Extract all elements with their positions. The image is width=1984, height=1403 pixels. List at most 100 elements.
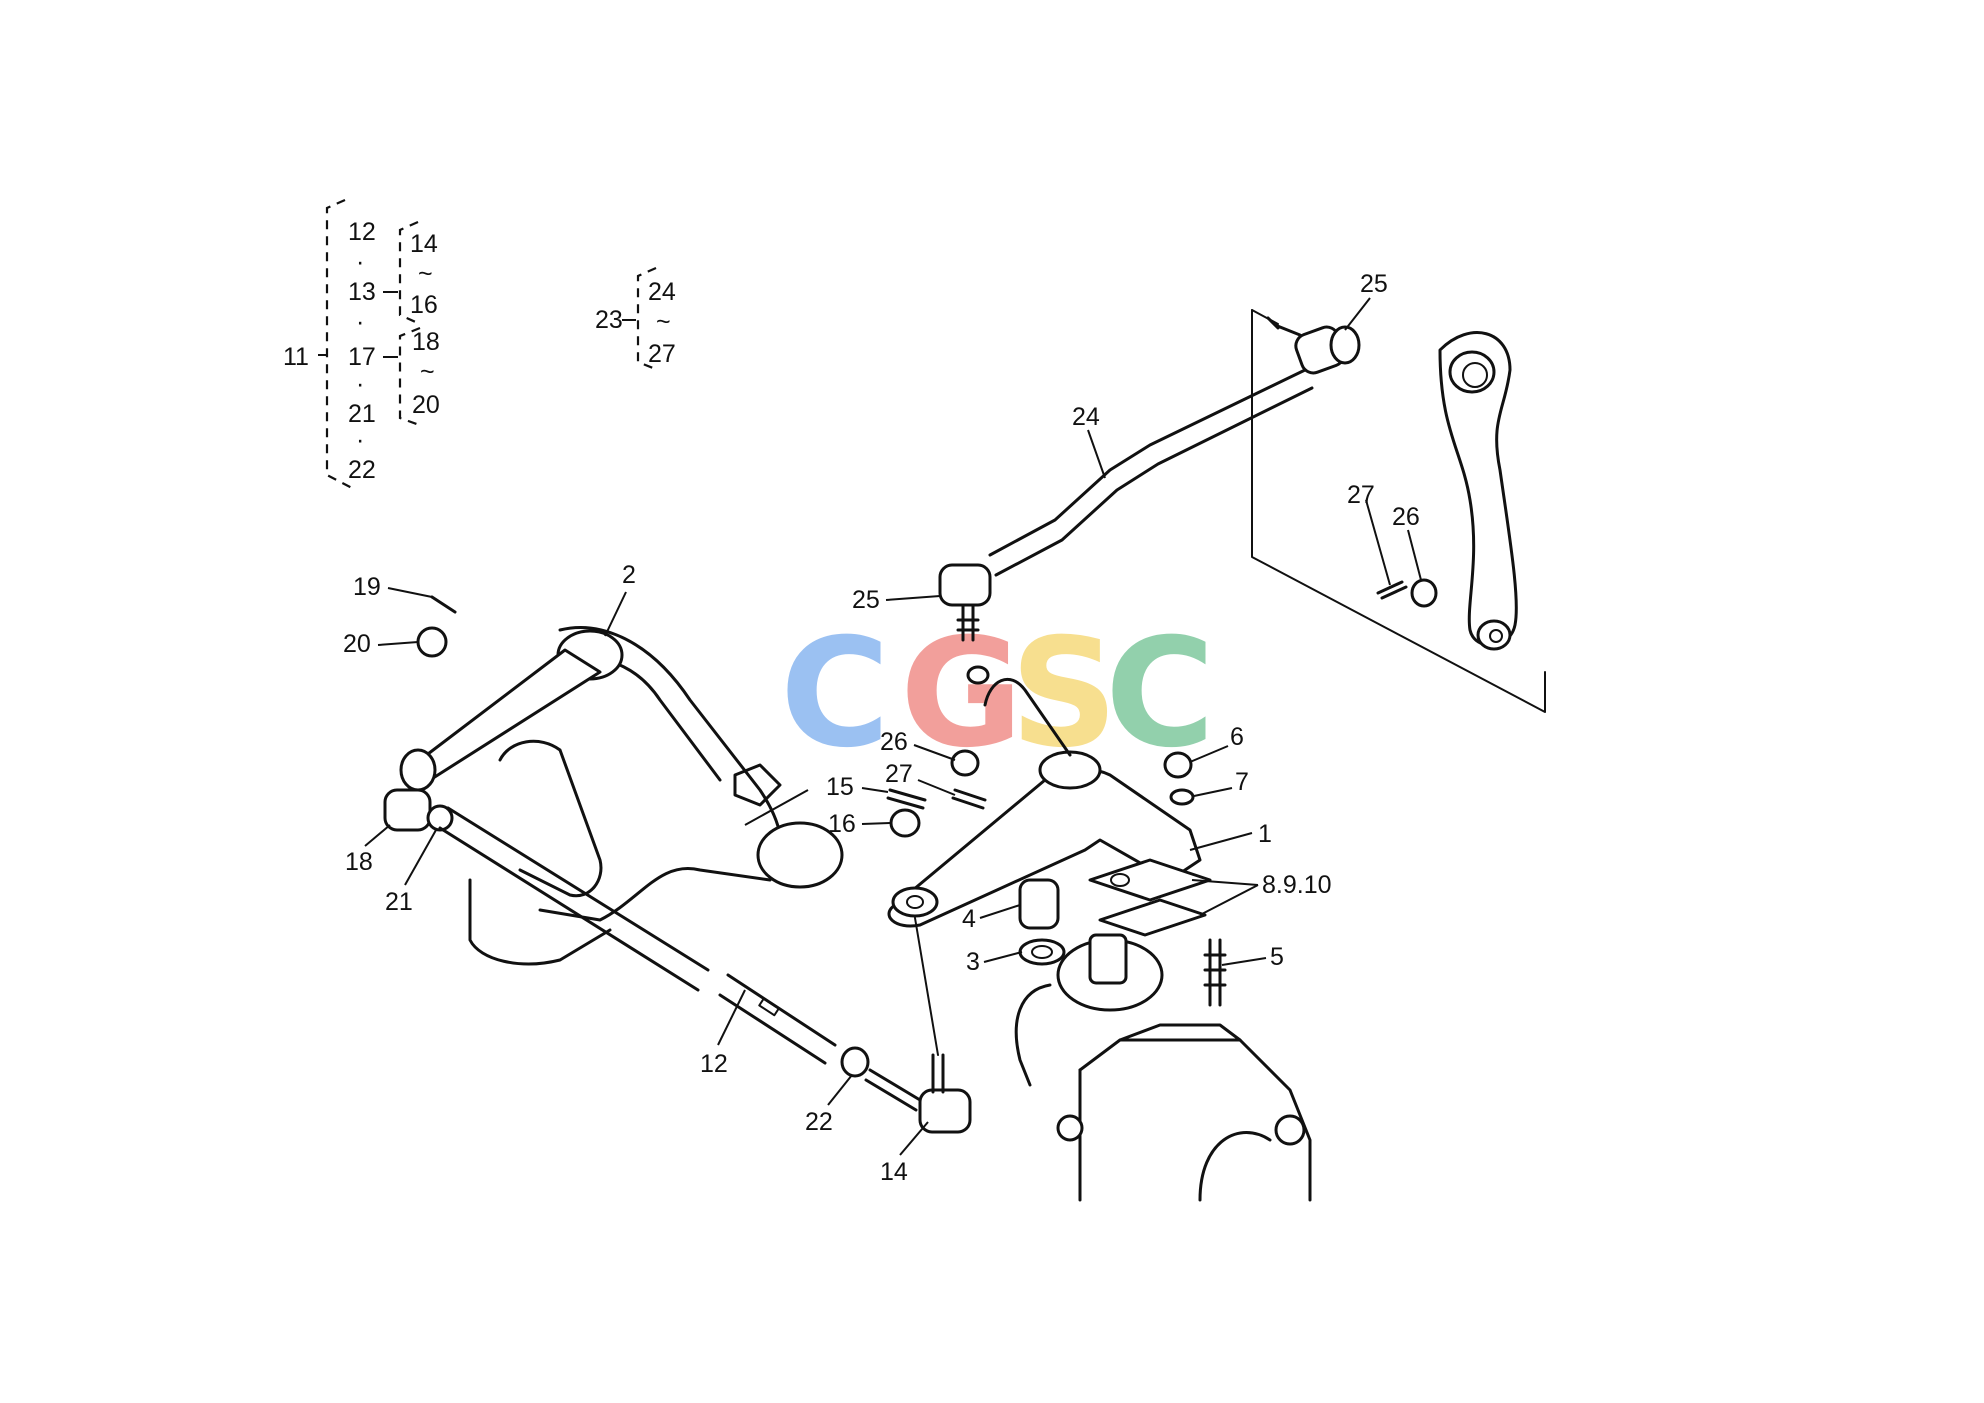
pitman-arm-spline-hub <box>1448 350 1496 394</box>
nut-26-mid <box>950 749 980 777</box>
drag-link-end-top-stud <box>1266 316 1302 337</box>
callout-20: 20 <box>343 630 371 658</box>
bolt-15 <box>886 788 927 810</box>
shim-plate-hole <box>1110 873 1130 887</box>
gear-housing-boss <box>1274 1114 1306 1146</box>
leader-25-left <box>885 595 941 601</box>
cotter-pin-19 <box>430 595 457 614</box>
washer-7 <box>1169 788 1195 806</box>
knuckle-arm-ball <box>399 748 437 792</box>
leader-8910-b <box>1199 884 1259 916</box>
tie-rod-tube-slot <box>758 997 780 1017</box>
gear-housing-arc <box>1198 1131 1272 1202</box>
pitman-arm-ball-hole <box>1489 629 1503 643</box>
leader-15-b <box>861 787 889 793</box>
tie-rod-end-left <box>383 788 432 832</box>
legend-left-dot-4: · <box>356 426 364 454</box>
shim-plate-upper <box>1088 858 1212 902</box>
tie-rod-top <box>446 806 710 972</box>
detail-panel <box>1251 309 1546 713</box>
seal-3 <box>1018 938 1066 966</box>
detail-panel-top-edge <box>1251 309 1279 325</box>
tie-rod-tube-top <box>726 973 837 1047</box>
leader-22 <box>827 1074 853 1106</box>
legend-sub13-to: 16 <box>410 291 438 319</box>
detail-panel-frame <box>1251 309 1546 713</box>
legend-sub13-from: 14 <box>410 230 438 258</box>
tie-rod-bottom <box>438 826 700 992</box>
callouts: 1 2 3 4 5 6 7 8.9.10 12 14 15 16 18 19 2… <box>343 270 1420 1186</box>
callout-4: 4 <box>962 905 976 933</box>
detail-bolt-27 <box>1376 580 1408 600</box>
sector-shaft <box>1088 933 1128 985</box>
watermark-letter-1: C <box>780 607 890 781</box>
assembly-line <box>914 917 939 1056</box>
leader-8910-a <box>1191 879 1259 886</box>
legend-left-item-17: 17 <box>348 343 376 371</box>
watermark: C G S C <box>780 607 1215 781</box>
clamp-21 <box>426 804 454 832</box>
steering-arm-hub <box>1038 750 1102 790</box>
callout-21: 21 <box>385 888 413 916</box>
legend-sub13-tilde: ~ <box>418 260 433 288</box>
legend-left-item-22: 22 <box>348 456 376 484</box>
axle-lower-body <box>468 878 612 966</box>
drag-link-end-top-cap <box>1329 325 1361 365</box>
callout-18: 18 <box>345 848 373 876</box>
detail-nut-26 <box>1410 578 1438 608</box>
callout-24: 24 <box>1072 403 1100 431</box>
leader-20 <box>377 641 419 646</box>
bolt-27-mid <box>951 788 987 810</box>
legend-sub13-bracket <box>398 220 421 326</box>
gear-housing-body <box>1078 1038 1312 1202</box>
legend-mid-bracket <box>636 266 659 372</box>
callout-12: 12 <box>700 1050 728 1078</box>
legend-mid-from: 24 <box>648 278 676 306</box>
gear-housing-bolt <box>1056 1114 1084 1142</box>
leader-7 <box>1193 787 1233 797</box>
leader-26-mid <box>913 744 956 761</box>
legend-left-dot-3: · <box>356 370 364 398</box>
legend-left-root: 11 <box>283 343 309 371</box>
callout-19: 19 <box>353 573 381 601</box>
leader-6 <box>1189 745 1229 763</box>
bushing-4 <box>1018 878 1060 930</box>
callout-3: 3 <box>966 948 980 976</box>
tie-rod-end-right <box>918 1088 972 1134</box>
leader-12 <box>717 989 746 1046</box>
callout-16: 16 <box>828 810 856 838</box>
callout-6: 6 <box>1230 723 1244 751</box>
callout-2: 2 <box>622 561 636 589</box>
pitman-arm-spline-bore <box>1462 362 1488 388</box>
legend-left: 11 12 · 13 · 17 · 21 · 22 14 ~ 16 18 ~ 2… <box>283 198 440 489</box>
callout-27-mid: 27 <box>885 760 913 788</box>
callout-26-mid: 26 <box>880 728 908 756</box>
leader-26-right <box>1407 529 1422 581</box>
legend-left-dot-1: · <box>356 248 364 276</box>
drag-link-end-left-stud <box>956 603 980 642</box>
leader-2 <box>604 591 627 637</box>
callout-15: 15 <box>826 773 854 801</box>
callout-1: 1 <box>1258 820 1272 848</box>
pitman-arm-ball-eye <box>1476 619 1512 651</box>
drag-link-end-left <box>938 563 992 607</box>
seal-3-inner <box>1031 945 1053 959</box>
knuckle-arm <box>418 648 602 782</box>
legend-sub17-to: 20 <box>412 391 440 419</box>
leader-21 <box>404 829 437 886</box>
callout-14: 14 <box>880 1158 908 1186</box>
tie-rod-assembly <box>383 595 972 1134</box>
leader-4 <box>979 904 1021 919</box>
axle-housing-flange <box>498 739 603 898</box>
legend-mid-to: 27 <box>648 340 676 368</box>
tie-rod-end-right-thread <box>864 1068 922 1112</box>
leader-14 <box>899 1121 929 1156</box>
gear-housing-plate <box>1118 1023 1242 1042</box>
legend-sub17-from: 18 <box>412 328 440 356</box>
leader-1 <box>1189 832 1253 851</box>
steering-arm-assembly <box>886 665 1227 1007</box>
callout-26-right: 26 <box>1392 503 1420 531</box>
callout-8910: 8.9.10 <box>1262 871 1332 899</box>
leader-3 <box>983 951 1023 963</box>
